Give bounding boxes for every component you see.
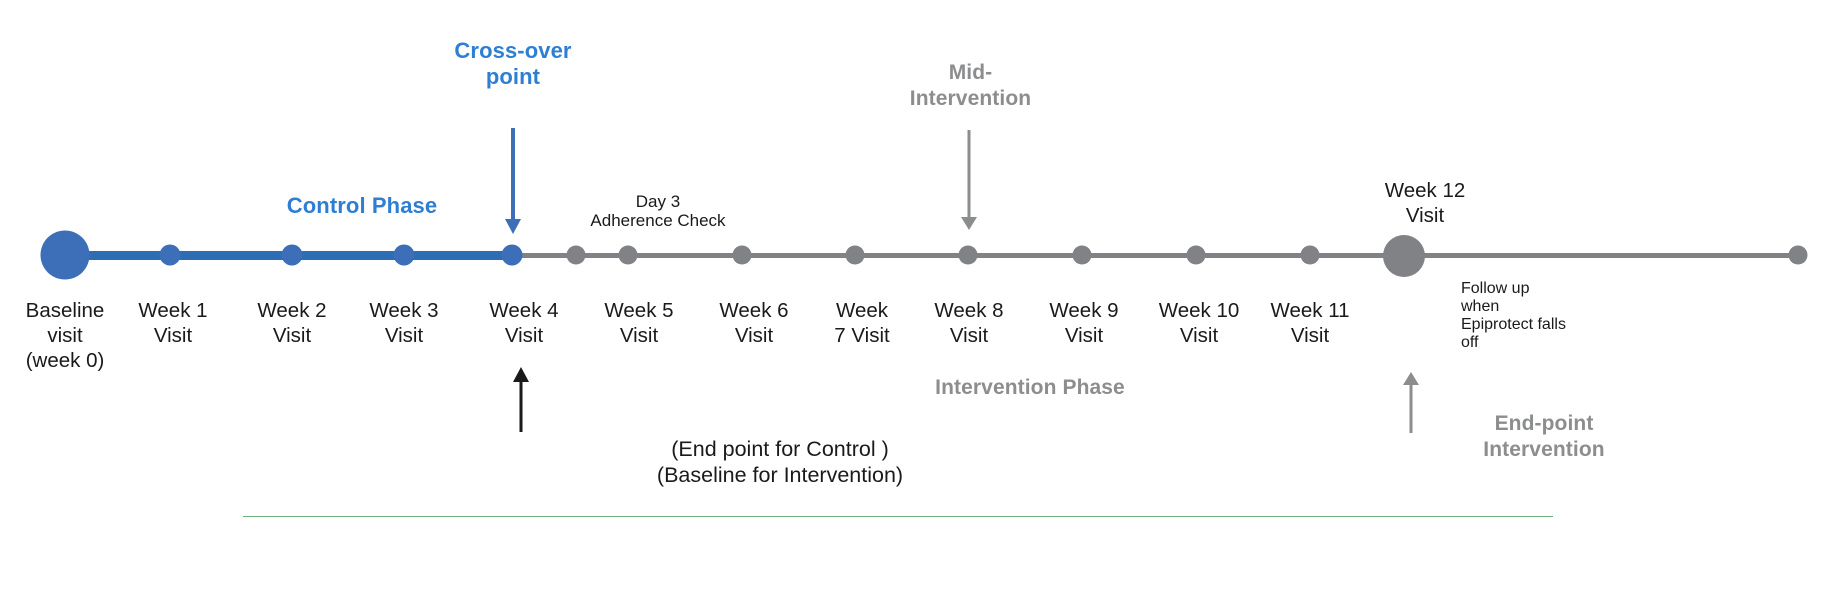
endpoint-intervention-arrow-icon (1403, 372, 1419, 433)
tick-label-week5: Week 5 Visit (604, 299, 674, 347)
tick-label-week8: Week 8 Visit (934, 299, 1004, 347)
annotation-mid-intervention-line2: Intervention (909, 87, 1032, 110)
node-week9[interactable] (958, 245, 978, 265)
tick-label-week10: Week 10 Visit (1158, 299, 1240, 347)
phase-label-intervention: Intervention Phase (935, 376, 1125, 399)
node-baseline[interactable] (40, 230, 90, 280)
node-week2[interactable] (281, 244, 303, 266)
node-week3[interactable] (393, 244, 415, 266)
annotation-adherence-line2: Adherence Check (590, 211, 726, 230)
node-week4[interactable] (501, 244, 523, 266)
annotation-crossover-line1: Cross-over (454, 38, 572, 63)
annotation-followup-line4: off (1461, 334, 1479, 351)
annotation-followup-line1: Follow up (1461, 280, 1530, 297)
node-week12-extra[interactable] (1300, 245, 1320, 265)
node-week11[interactable] (1186, 245, 1206, 265)
mid-intervention-arrow-icon (961, 130, 977, 230)
annotation-week12-line1: Week 12 (1384, 179, 1466, 202)
annotation-week12-line2: Visit (1405, 204, 1445, 227)
tick-label-week2: Week 2 Visit (257, 299, 327, 347)
control-endpoint-arrow-icon (513, 367, 529, 432)
annotation-crossover-line2: point (485, 64, 541, 89)
annotation-control-endpoint-line2: (Baseline for Intervention) (656, 463, 904, 487)
phase-label-control: Control Phase (286, 193, 438, 218)
node-week12[interactable] (1383, 235, 1425, 277)
tick-label-week6: Week 6 Visit (719, 299, 789, 347)
node-followup[interactable] (1788, 245, 1808, 265)
annotation-followup-line3: Epiprotect falls (1461, 316, 1566, 333)
tick-label-week11: Week 11 Visit (1270, 299, 1350, 347)
tick-label-week3: Week 3 Visit (369, 299, 439, 347)
node-week5[interactable] (566, 245, 586, 265)
node-week6[interactable] (618, 245, 638, 265)
crossover-arrow-icon (505, 128, 521, 234)
node-week1[interactable] (159, 244, 181, 266)
annotation-endpoint-intervention-line1: End-point (1494, 412, 1594, 435)
tick-label-week9: Week 9 Visit (1049, 299, 1119, 347)
tick-label-week7: Week 7 Visit (834, 299, 890, 347)
annotation-adherence-line1: Day 3 (635, 192, 681, 211)
tick-label-week4: Week 4 Visit (489, 299, 559, 347)
bottom-divider (243, 516, 1553, 517)
annotation-mid-intervention-line1: Mid- (948, 61, 993, 84)
tick-label-week1: Week 1 Visit (138, 299, 208, 347)
tick-label-baseline: Baseline visit (week 0) (25, 299, 105, 372)
node-week8[interactable] (845, 245, 865, 265)
annotation-followup-line2: when (1461, 298, 1500, 315)
node-week10[interactable] (1072, 245, 1092, 265)
node-week7[interactable] (732, 245, 752, 265)
annotation-endpoint-intervention-line2: Intervention (1483, 438, 1605, 461)
annotation-control-endpoint-line1: (End point for Control ) (671, 437, 889, 461)
timeline-axis-intervention (512, 253, 1802, 258)
